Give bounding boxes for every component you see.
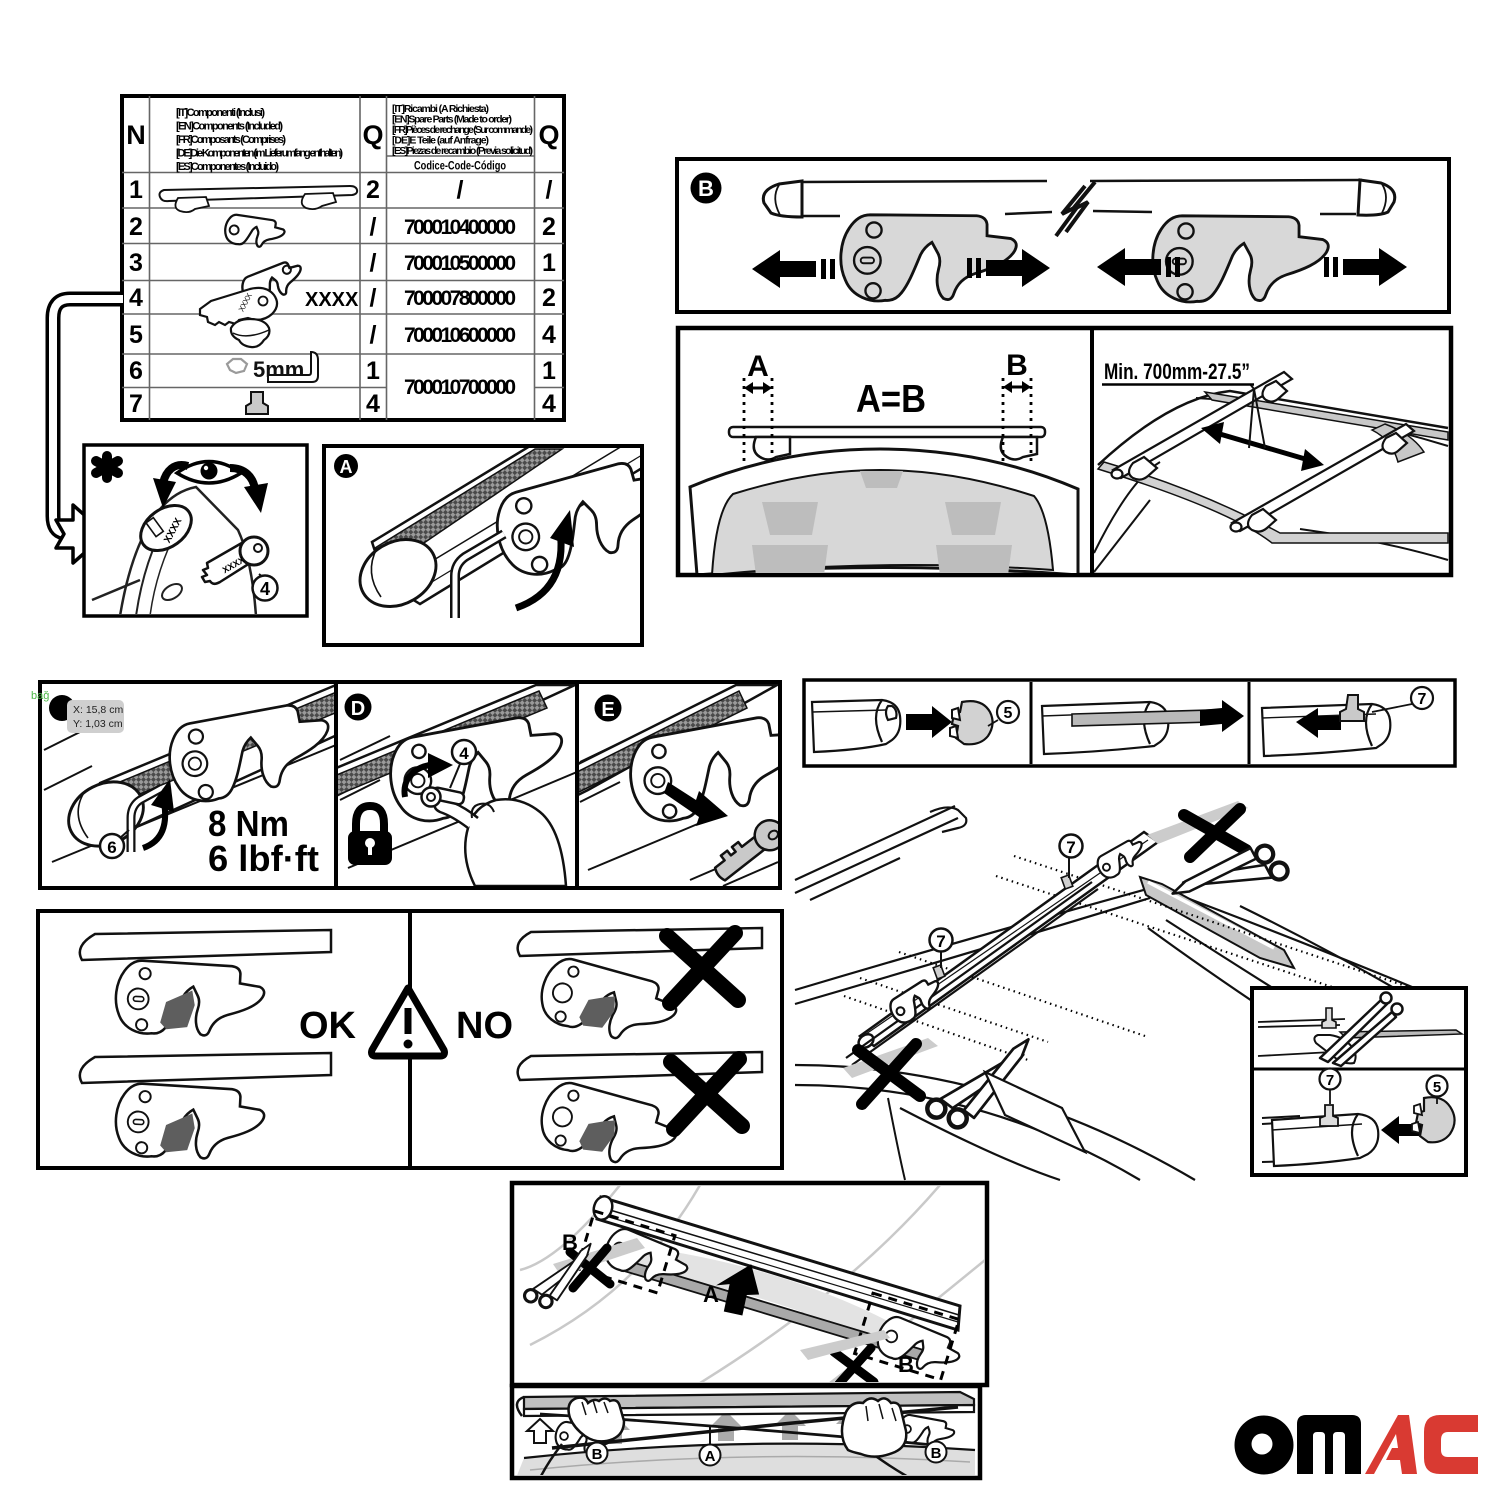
svg-text:XXXX: XXXX — [305, 289, 359, 311]
svg-text:B: B — [1006, 349, 1028, 382]
svg-text:A: A — [703, 1282, 719, 1307]
svg-text:1: 1 — [129, 176, 143, 204]
svg-text:[EN]Components (Included): [EN]Components (Included) — [176, 121, 283, 133]
svg-text:1: 1 — [542, 357, 556, 385]
svg-text:[IT]Componenti (Inclusi): [IT]Componenti (Inclusi) — [176, 107, 265, 119]
svg-text:700010500000: 700010500000 — [404, 252, 516, 275]
svg-text:NO: NO — [456, 1005, 513, 1047]
svg-text:[ES]Piezas de recambio (Previa: [ES]Piezas de recambio (Previa solicitud… — [392, 145, 533, 157]
svg-text:5: 5 — [129, 321, 143, 349]
svg-text:B: B — [931, 1445, 942, 1462]
svg-text:D: D — [351, 698, 365, 720]
svg-text:B: B — [698, 176, 714, 201]
svg-text:OK: OK — [299, 1005, 357, 1047]
svg-text:5: 5 — [1004, 705, 1013, 722]
svg-text:4: 4 — [129, 284, 143, 312]
svg-text:4: 4 — [366, 390, 380, 418]
svg-text:Q: Q — [538, 120, 559, 150]
svg-text:2: 2 — [129, 213, 143, 241]
svg-text:X: 15,8 cm: X: 15,8 cm — [73, 704, 123, 716]
svg-text:7: 7 — [1326, 1072, 1334, 1089]
svg-text:7: 7 — [1418, 691, 1427, 708]
svg-text:[DE]Die Komponenten (im Liefer: [DE]Die Komponenten (im Lieferumfang ent… — [176, 148, 343, 160]
svg-text:B: B — [562, 1230, 578, 1255]
svg-text:7: 7 — [129, 390, 143, 418]
svg-text:7: 7 — [1066, 838, 1075, 857]
svg-text:/: / — [457, 176, 464, 204]
svg-text:6: 6 — [129, 357, 143, 385]
svg-text:7: 7 — [936, 932, 945, 951]
svg-text:700010600000: 700010600000 — [404, 324, 516, 347]
svg-text:A: A — [747, 350, 769, 383]
svg-text:B: B — [592, 1446, 603, 1463]
svg-text:1: 1 — [366, 357, 380, 385]
svg-text:Min. 700mm-27.5”: Min. 700mm-27.5” — [1104, 359, 1250, 384]
svg-text:[DE]E Teile (auf Anfrage): [DE]E Teile (auf Anfrage) — [392, 135, 489, 147]
svg-text:1: 1 — [542, 249, 556, 277]
svg-text:/: / — [370, 284, 377, 312]
svg-text:3: 3 — [129, 249, 143, 277]
svg-text:[IT]Ricambi (A Richiesta): [IT]Ricambi (A Richiesta) — [392, 103, 489, 115]
svg-text:[EN]Spare Parts (Made to order: [EN]Spare Parts (Made to order) — [392, 114, 512, 126]
svg-text:4: 4 — [459, 744, 469, 763]
svg-text:A=B: A=B — [856, 378, 926, 421]
svg-text:4: 4 — [542, 390, 556, 418]
svg-text:A: A — [340, 457, 353, 477]
svg-text:[ES]Componentes (Incluido): [ES]Componentes (Incluido) — [176, 161, 279, 173]
svg-text:2: 2 — [542, 284, 556, 312]
svg-text:[FR]Composants (Comprises): [FR]Composants (Comprises) — [176, 134, 286, 146]
svg-text:2: 2 — [366, 176, 380, 204]
svg-text:4: 4 — [260, 579, 270, 599]
svg-text:6 lbf·ft: 6 lbf·ft — [208, 838, 319, 879]
svg-text:N: N — [126, 120, 146, 150]
svg-text:Y: 1,03 cm: Y: 1,03 cm — [73, 718, 123, 730]
svg-text:/: / — [370, 249, 377, 277]
svg-text:700007800000: 700007800000 — [404, 287, 516, 310]
svg-text:B: B — [898, 1352, 914, 1377]
svg-text:700010400000: 700010400000 — [404, 216, 516, 239]
svg-text:2: 2 — [542, 213, 556, 241]
svg-text:4: 4 — [542, 321, 556, 349]
svg-text:Codice-Code-Código: Codice-Code-Código — [414, 161, 506, 173]
svg-text:A: A — [705, 1448, 716, 1465]
svg-text:bağ: bağ — [31, 690, 49, 702]
svg-text:Q: Q — [362, 120, 383, 150]
svg-text:[FR]Pièces de rechange (Sur co: [FR]Pièces de rechange (Sur commande) — [392, 124, 533, 136]
svg-text:700010700000: 700010700000 — [404, 376, 516, 399]
svg-text:E: E — [601, 699, 614, 721]
svg-text:/: / — [370, 321, 377, 349]
svg-text:/: / — [370, 213, 377, 241]
svg-text:6: 6 — [107, 838, 116, 857]
svg-text:5: 5 — [1433, 1079, 1441, 1096]
svg-text:/: / — [546, 176, 553, 204]
svg-text:8 Nm: 8 Nm — [208, 803, 289, 844]
